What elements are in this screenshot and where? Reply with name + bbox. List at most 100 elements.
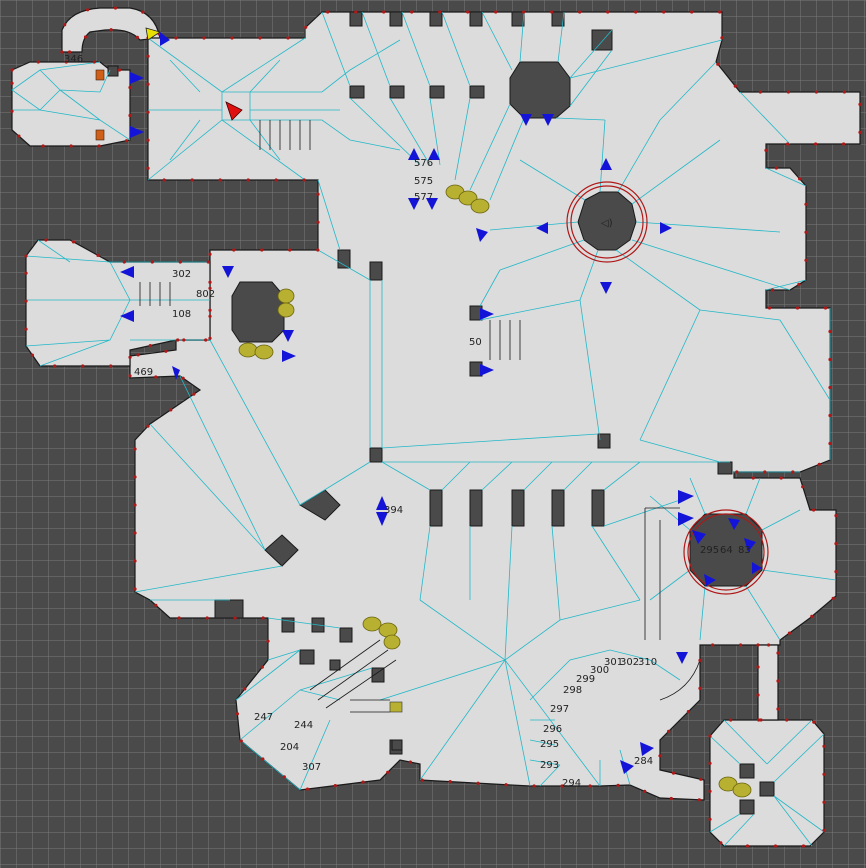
vertex-dot: [261, 757, 265, 761]
teleport-icon[interactable]: [536, 222, 548, 234]
teleport-icon[interactable]: [600, 282, 612, 294]
sector-se-corridor[interactable]: [757, 644, 779, 721]
vertex-dot: [797, 282, 801, 286]
vertex-dot: [686, 710, 691, 714]
sector-label: 83: [738, 545, 751, 556]
teleport-icon[interactable]: [480, 364, 494, 376]
teleport-icon[interactable]: [428, 148, 440, 160]
vertex-dot: [174, 36, 178, 40]
sector-label: 301: [604, 657, 623, 668]
vertex-dot: [316, 192, 320, 196]
sector-label: 302: [172, 269, 191, 280]
teleport-icon[interactable]: [222, 266, 234, 278]
teleport-icon[interactable]: [120, 310, 134, 322]
vertex-dot: [756, 693, 760, 697]
sector-label: 346: [64, 54, 83, 65]
teleport-icon[interactable]: [542, 114, 554, 126]
teleport-icon[interactable]: [744, 538, 756, 552]
teleport-icon[interactable]: [408, 148, 420, 160]
vertex-dot: [128, 374, 132, 378]
vertex-dot: [408, 760, 412, 764]
vertex-dot: [466, 10, 470, 14]
vertex-dot: [232, 248, 236, 252]
teleport-icon[interactable]: [640, 742, 654, 756]
vertex-dot: [795, 306, 800, 310]
teleport-icon[interactable]: [376, 512, 388, 526]
teleport-icon[interactable]: [692, 530, 706, 544]
teleport-icon[interactable]: [480, 308, 494, 320]
vertex-dot: [822, 828, 826, 832]
teleport-icon[interactable]: [172, 366, 180, 380]
teleport-icon[interactable]: [678, 512, 694, 526]
vertex-dot: [208, 308, 212, 312]
vertex-dot: [282, 775, 286, 779]
teleport-icon[interactable]: [160, 32, 170, 46]
torch-icon[interactable]: [95, 129, 105, 141]
vertex-dot: [770, 288, 775, 292]
vertex-dot: [634, 10, 638, 14]
teleport-markers[interactable]: [120, 32, 762, 774]
vertex-dot: [550, 10, 554, 14]
teleport-icon[interactable]: [728, 518, 740, 530]
vertex-dot: [205, 616, 209, 620]
vertex-dot: [44, 238, 48, 242]
things[interactable]: ◁): [95, 27, 762, 798]
vertex-dot: [711, 643, 715, 647]
player-start-icon[interactable]: [225, 101, 243, 121]
teleport-icon[interactable]: [408, 198, 420, 210]
vertex-dot: [776, 707, 780, 711]
vertex-dot: [354, 10, 358, 14]
teleport-icon[interactable]: [282, 350, 296, 362]
vertex-dot: [178, 260, 182, 264]
vertex-dot: [10, 68, 14, 72]
teleport-icon[interactable]: [620, 760, 634, 774]
key-icon[interactable]: [145, 27, 161, 41]
vertex-dot: [842, 90, 847, 94]
switch-icon[interactable]: [389, 701, 403, 713]
vertex-dot: [671, 771, 676, 775]
vertex-dot: [831, 596, 835, 601]
teleport-icon[interactable]: [704, 574, 716, 586]
teleport-icon[interactable]: [282, 330, 294, 342]
vertex-dot: [410, 10, 414, 14]
teleport-icon[interactable]: [660, 222, 672, 234]
vertex-dot: [204, 338, 208, 342]
teleport-icon[interactable]: [130, 126, 144, 138]
barrels[interactable]: [238, 184, 752, 798]
teleport-icon[interactable]: [476, 228, 488, 242]
vertex-dot: [828, 385, 832, 390]
vertex-dot: [560, 784, 564, 788]
sector-label: 204: [280, 742, 299, 753]
vertex-dot: [69, 144, 73, 148]
vertex-dot: [739, 643, 743, 647]
sector-label: 50: [469, 337, 482, 348]
sound-icon[interactable]: ◁): [601, 218, 613, 229]
teleport-icon[interactable]: [600, 158, 612, 170]
teleport-icon[interactable]: [520, 114, 532, 126]
torch-icon[interactable]: [95, 69, 105, 81]
teleport-icon[interactable]: [120, 266, 134, 278]
vertex-dot: [109, 364, 113, 368]
vertex-dot: [177, 616, 181, 620]
teleport-icon[interactable]: [426, 198, 438, 210]
teleport-icon[interactable]: [130, 72, 144, 84]
vertex-dot: [776, 651, 780, 655]
teleport-icon[interactable]: [376, 496, 388, 510]
pillars: [107, 11, 775, 815]
vertex-dot: [834, 570, 838, 574]
vertex-dot: [578, 10, 582, 14]
vertex-dot: [382, 10, 386, 14]
vertex-dot: [181, 376, 185, 380]
vertex-dot: [719, 841, 723, 845]
vertex-dot: [146, 138, 150, 142]
teleport-icon[interactable]: [678, 490, 694, 504]
vertex-dot: [708, 789, 712, 793]
navmesh-lines: [11, 11, 837, 847]
vertex-dot: [113, 6, 118, 10]
torch-icons[interactable]: [95, 69, 105, 141]
vertex-dot: [716, 62, 720, 66]
vertex-dot: [758, 90, 763, 94]
teleport-icon[interactable]: [676, 652, 688, 664]
teleport-icon[interactable]: [752, 562, 762, 574]
